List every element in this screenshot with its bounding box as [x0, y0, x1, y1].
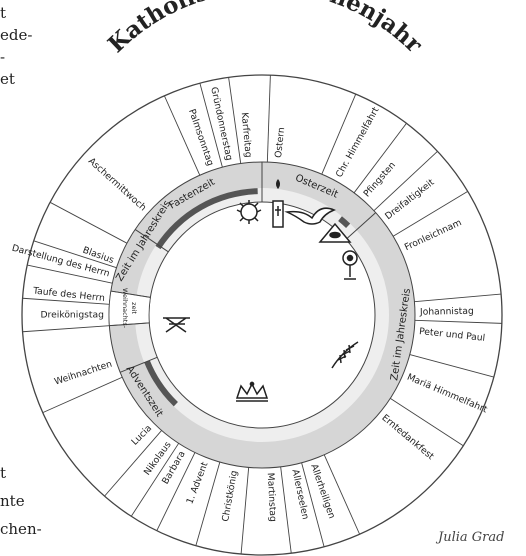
feast-spoke — [104, 430, 162, 497]
pentecost-band — [338, 216, 351, 228]
feast-spoke — [33, 240, 117, 269]
cross-candle-icon — [272, 179, 284, 228]
feast-label: Karfreitag — [239, 112, 254, 158]
left-text-line: t — [0, 464, 7, 482]
feast-spoke — [414, 293, 502, 303]
feast-spoke — [266, 75, 271, 163]
feast-spoke — [228, 77, 242, 164]
feast-spoke — [130, 443, 180, 517]
feast-spoke — [414, 319, 502, 324]
season-divider — [110, 290, 151, 298]
feast-label: Ostern — [273, 127, 287, 159]
season-divider — [109, 322, 150, 327]
diagram-title: Katholisches Kirchenjahr — [103, 0, 428, 59]
season-divider — [345, 212, 377, 240]
feast-spoke — [163, 95, 201, 176]
season-divider — [119, 356, 158, 373]
lent-band — [155, 188, 258, 250]
left-text-line: - — [0, 48, 6, 66]
feast-spoke — [301, 462, 325, 547]
feast-spoke — [49, 201, 128, 244]
crown-icon — [235, 381, 269, 402]
feast-spoke — [42, 376, 123, 414]
crown-of-thorns-icon — [236, 200, 262, 224]
left-text-line: chen- — [0, 520, 42, 538]
advent-band — [144, 360, 178, 407]
left-text-line: nte — [0, 492, 25, 510]
christmas-season-label: Weihnachts- — [121, 288, 129, 329]
monstrance-icon — [342, 250, 358, 280]
feast-spoke — [27, 264, 113, 284]
manger-icon — [163, 317, 190, 333]
feast-label: Dreikönigstag — [40, 310, 104, 321]
feast-spoke — [199, 83, 223, 168]
feast-spoke — [22, 297, 110, 305]
season-divider — [134, 229, 169, 253]
left-text-line: ede- — [0, 26, 33, 44]
feast-spoke — [373, 150, 438, 211]
feast-spoke — [156, 452, 196, 531]
feast-spoke — [353, 123, 407, 194]
dove-icon — [284, 207, 336, 225]
left-text-line: t — [0, 4, 7, 22]
feast-spoke — [392, 191, 468, 237]
trinity-eye-icon — [318, 222, 352, 243]
feast-spoke — [240, 467, 250, 555]
feast-spoke — [321, 93, 357, 175]
christmas-season-label: zeit — [130, 302, 138, 314]
feast-spoke — [323, 454, 361, 535]
feast-label: Martinstag — [265, 472, 279, 522]
feast-spoke — [22, 325, 110, 333]
feast-spoke — [280, 466, 292, 554]
author-credit: Julia Grad — [438, 530, 505, 545]
feast-spoke — [390, 397, 464, 447]
feast-spoke — [195, 461, 221, 546]
feast-spoke — [409, 354, 494, 378]
left-text-line: et — [0, 70, 15, 88]
feast-label: Johannistag — [419, 306, 474, 318]
wheat-ear-icon — [331, 341, 359, 369]
